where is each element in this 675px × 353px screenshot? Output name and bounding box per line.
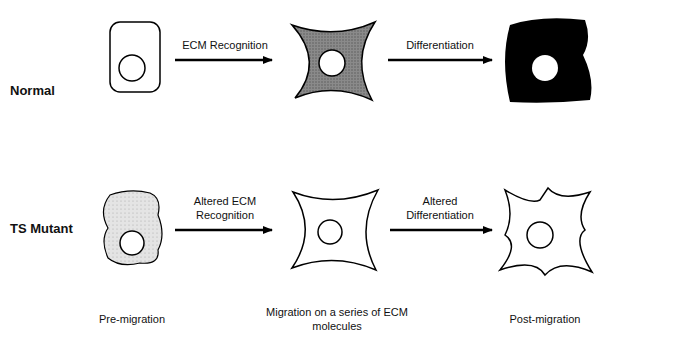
mutant-post-cell xyxy=(500,188,592,275)
arrow xyxy=(390,229,492,232)
arrow-label: Differentiation xyxy=(385,38,495,52)
normal-migrating-cell xyxy=(292,22,375,100)
arrow xyxy=(175,59,272,62)
stage-label: Post-migration xyxy=(495,312,595,326)
mutant-pre-cell xyxy=(103,191,162,265)
arrow-label: ECM Recognition xyxy=(170,38,280,52)
normal-post-cell xyxy=(505,18,591,102)
arrow-label: Altered ECM Recognition xyxy=(179,194,271,222)
arrow xyxy=(388,59,492,62)
arrow xyxy=(175,229,272,232)
row-label: TS Mutant xyxy=(10,222,95,236)
arrow-label: Altered Differentiation xyxy=(394,194,486,222)
mutant-migrating-cell xyxy=(292,190,378,270)
stage-label: Pre-migration xyxy=(82,312,182,326)
stage-label: Migration on a series of ECM molecules xyxy=(262,305,412,333)
row-label: Normal xyxy=(10,84,90,98)
normal-pre-cell xyxy=(110,22,160,92)
